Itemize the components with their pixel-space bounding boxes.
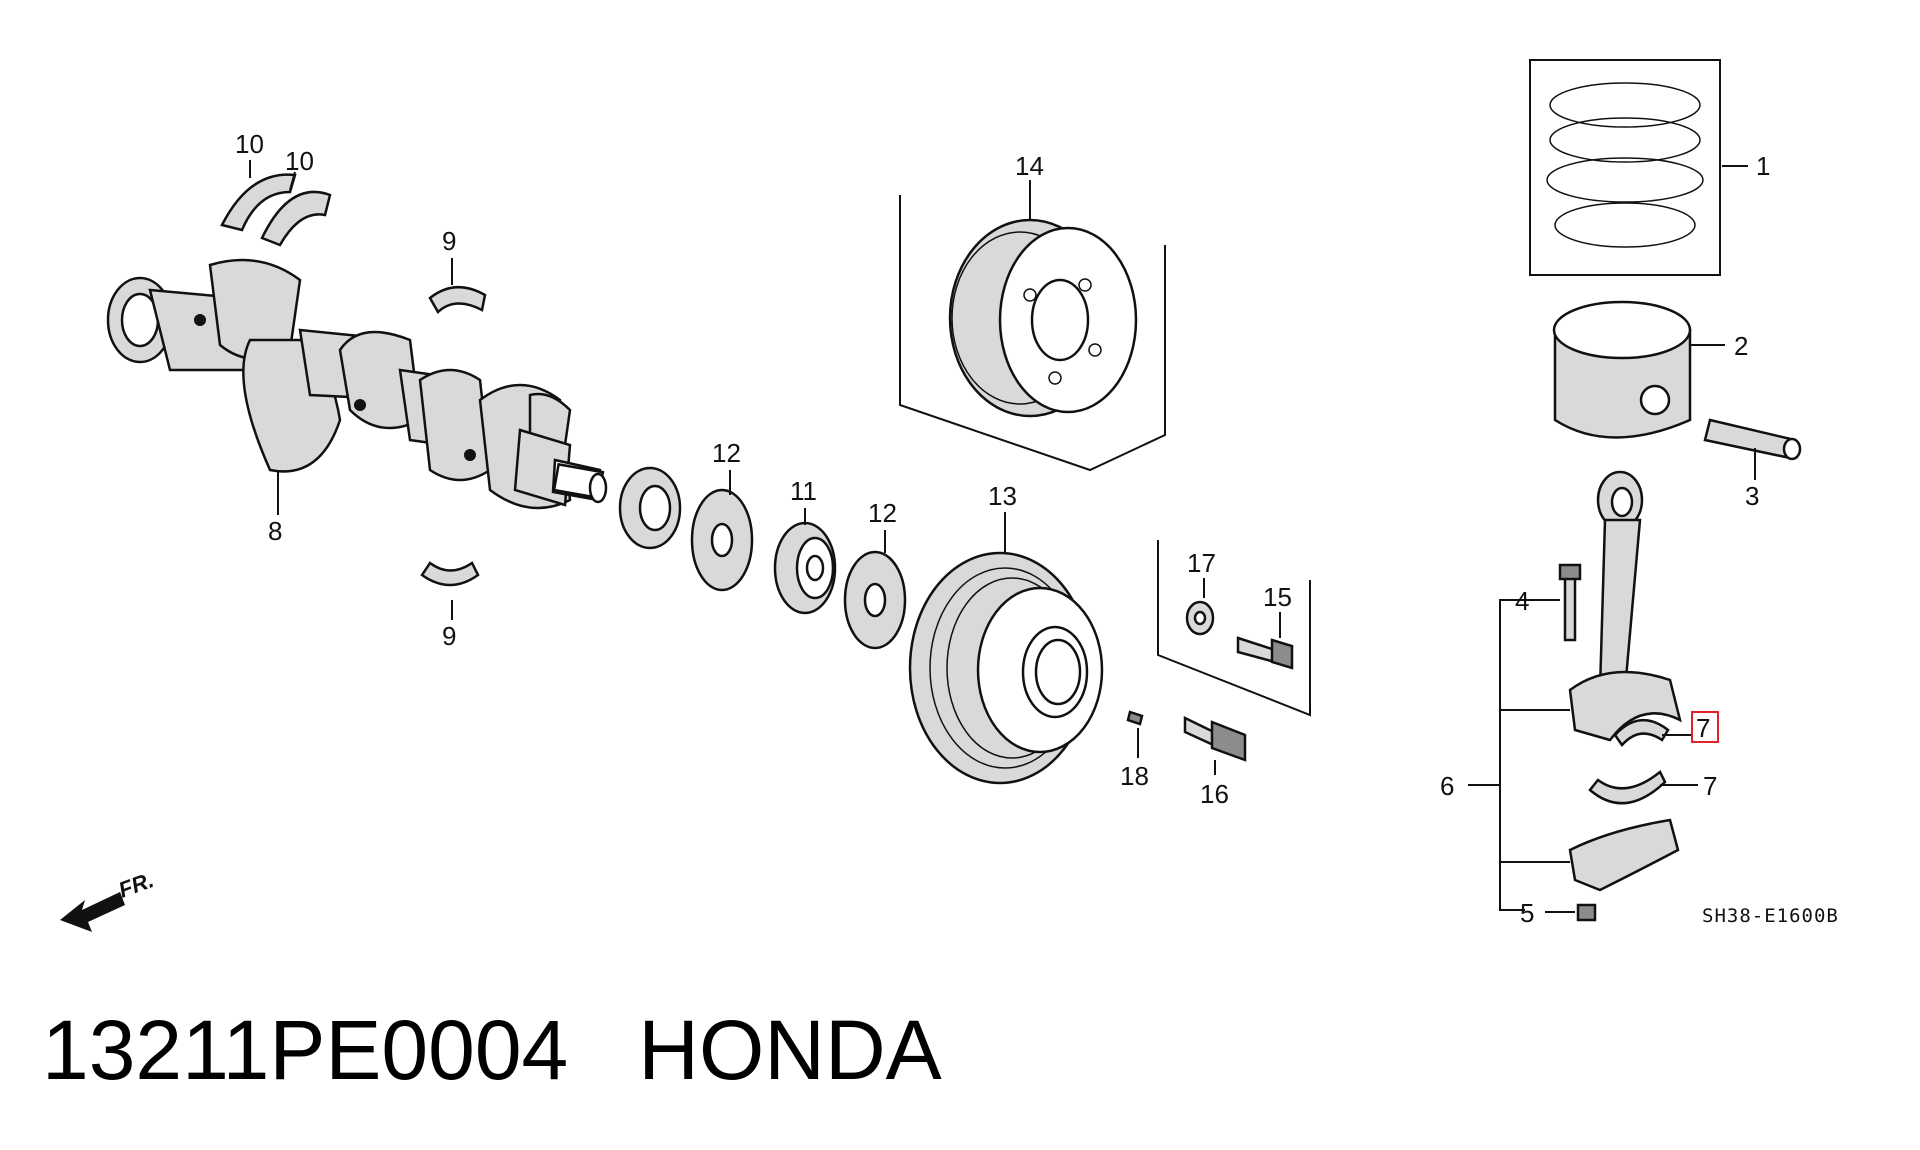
callout-18: 18 bbox=[1120, 761, 1149, 791]
rod-bolt[interactable] bbox=[1558, 563, 1582, 642]
callout-9a: 9 bbox=[442, 226, 456, 256]
crank-guide-plate-rear[interactable] bbox=[843, 550, 907, 650]
callout-6: 6 bbox=[1440, 771, 1454, 801]
washer[interactable] bbox=[1185, 600, 1215, 636]
callout-2: 2 bbox=[1734, 331, 1748, 361]
callout-7a: 7 bbox=[1696, 713, 1710, 743]
callout-9b: 9 bbox=[442, 621, 456, 651]
crankshaft-pulley[interactable] bbox=[908, 551, 1104, 785]
callout-13: 13 bbox=[988, 481, 1017, 511]
callout-7b: 7 bbox=[1703, 771, 1717, 801]
callout-12a: 12 bbox=[712, 438, 741, 468]
main-bearing-upper[interactable] bbox=[428, 286, 487, 314]
piston-ring-set[interactable] bbox=[1546, 82, 1704, 248]
connecting-rod[interactable] bbox=[1568, 470, 1682, 742]
caption: 13211PE0004 HONDA bbox=[42, 1008, 942, 1092]
woodruff-key[interactable] bbox=[1126, 710, 1144, 726]
crankshaft[interactable] bbox=[106, 258, 608, 510]
callout-15: 15 bbox=[1263, 582, 1292, 612]
timing-belt-drive-gear[interactable] bbox=[773, 521, 837, 615]
callout-12b: 12 bbox=[868, 498, 897, 528]
main-bearing-lower[interactable] bbox=[420, 561, 480, 587]
brand: HONDA bbox=[638, 1003, 942, 1097]
callout-8: 8 bbox=[268, 516, 282, 546]
diagram-code: SH38-E1600B bbox=[1702, 905, 1839, 927]
callout-1: 1 bbox=[1756, 151, 1770, 181]
callout-3: 3 bbox=[1745, 481, 1759, 511]
callout-14: 14 bbox=[1015, 151, 1044, 181]
callout-4: 4 bbox=[1515, 586, 1529, 616]
callout-17: 17 bbox=[1187, 548, 1216, 578]
part-number: 13211PE0004 bbox=[42, 1003, 569, 1097]
piston-pin[interactable] bbox=[1703, 418, 1802, 461]
front-direction-arrow-icon bbox=[60, 892, 125, 932]
callout-11: 11 bbox=[790, 476, 817, 506]
piston[interactable] bbox=[1552, 300, 1692, 439]
callout-10a: 10 bbox=[235, 129, 264, 159]
oil-seal[interactable] bbox=[618, 466, 682, 550]
callout-5: 5 bbox=[1520, 898, 1534, 928]
highlight-box bbox=[1691, 711, 1719, 743]
flange-bolt-small[interactable] bbox=[1236, 636, 1294, 670]
callout-10b: 10 bbox=[285, 146, 314, 176]
rod-nut[interactable] bbox=[1576, 903, 1597, 922]
connecting-rod-cap[interactable] bbox=[1568, 818, 1680, 892]
drive-pulley[interactable] bbox=[948, 218, 1138, 418]
thrust-washer-lower[interactable] bbox=[260, 190, 332, 247]
callout-16: 16 bbox=[1200, 779, 1229, 809]
pulley-bolt[interactable] bbox=[1183, 716, 1247, 762]
connecting-rod-bearing-lower[interactable] bbox=[1588, 770, 1667, 805]
direction-label: FR. bbox=[115, 867, 157, 903]
crank-guide-plate-front[interactable] bbox=[690, 488, 754, 592]
